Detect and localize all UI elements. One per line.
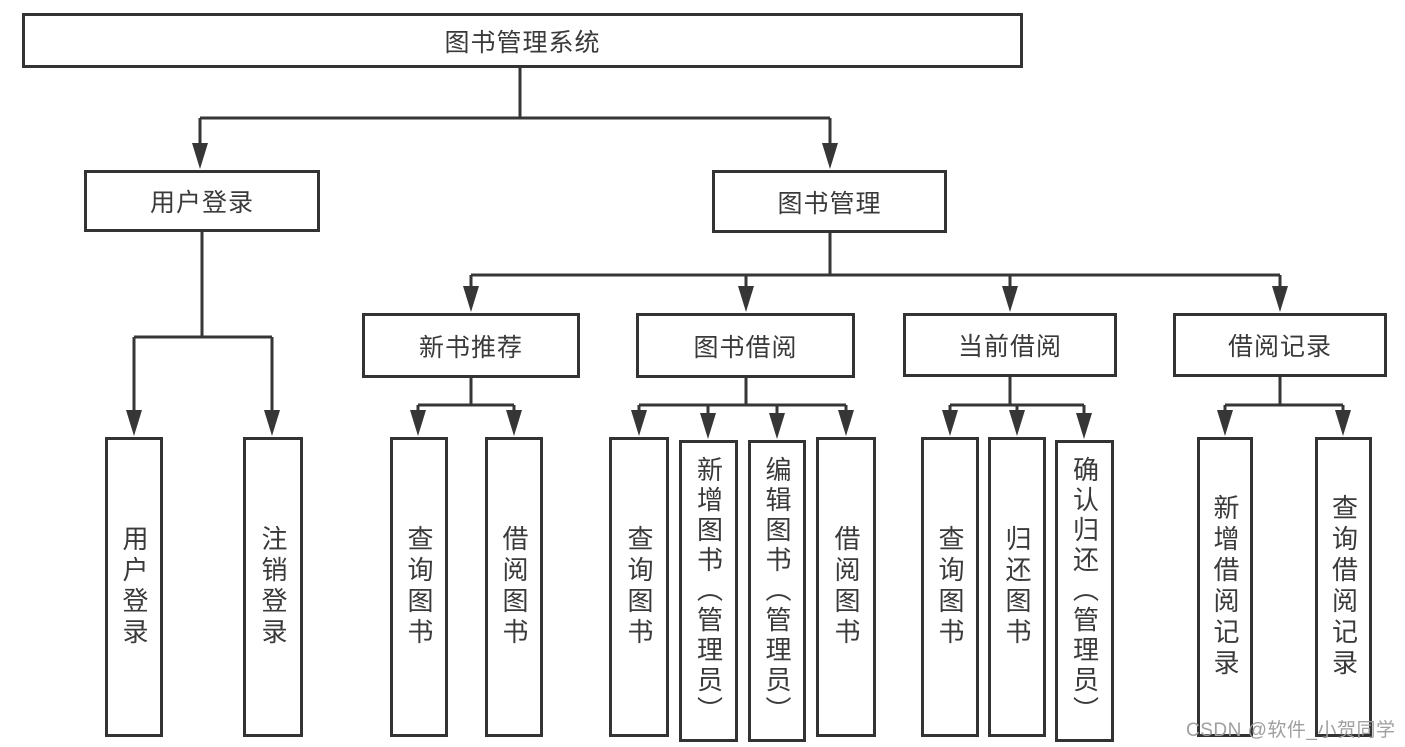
arrowhead-icon [126,410,142,436]
leaf-add-books-admin: 新增图书（管理员） [679,440,738,742]
arrowhead-icon [1272,286,1288,312]
arrowhead-icon [942,410,958,436]
leaf-borrow-books-recommend: 借阅图书 [485,437,543,737]
leaf-return-books: 归还图书 [988,437,1046,737]
arrowhead-icon [769,413,785,439]
leaf-query-borrow-record: 查询借阅记录 [1315,437,1372,737]
csdn-watermark: CSDN @软件_小贺同学 [1186,720,1396,741]
arrowhead-icon [1076,413,1092,439]
leaf-edit-books-admin: 编辑图书（管理员） [748,440,806,742]
arrowhead-icon [1002,286,1018,312]
branch-book-management [463,233,1288,312]
leaf-query-books-borrow: 查询图书 [609,437,669,737]
arrowhead-icon [1335,410,1351,436]
branch-root [192,68,838,169]
branch-user-login [126,232,280,436]
arrowhead-icon [192,143,208,169]
leaf-add-borrow-record: 新增借阅记录 [1197,437,1253,737]
arrowhead-icon [463,286,479,312]
leaf-borrow-books: 借阅图书 [816,437,876,737]
arrowhead-icon [506,410,522,436]
branch-current-borrow [942,377,1092,439]
arrowhead-icon [1217,410,1233,436]
node-root-library-system: 图书管理系统 [22,13,1023,68]
branch-book-borrow [631,378,854,439]
leaf-user-login: 用户登录 [105,437,163,737]
arrowhead-icon [631,410,647,436]
node-borrow-records: 借阅记录 [1173,313,1387,377]
arrowhead-icon [822,143,838,169]
leaf-confirm-return-admin: 确认归还（管理员） [1055,440,1114,742]
arrowhead-icon [700,413,716,439]
node-book-borrow: 图书借阅 [636,313,855,378]
arrowhead-icon [738,286,754,312]
node-current-borrow: 当前借阅 [903,313,1117,377]
leaf-query-books-current: 查询图书 [921,437,979,737]
leaf-query-books-recommend: 查询图书 [390,437,448,737]
arrowhead-icon [264,410,280,436]
node-book-management: 图书管理 [712,170,947,233]
arrowhead-icon [838,410,854,436]
arrowhead-icon [1009,410,1025,436]
node-user-login: 用户登录 [84,170,320,232]
branch-new-book-recommend [410,378,522,436]
branch-borrow-records [1217,377,1351,436]
node-new-book-recommend: 新书推荐 [362,313,580,378]
arrowhead-icon [410,410,426,436]
leaf-logout: 注销登录 [243,437,303,737]
